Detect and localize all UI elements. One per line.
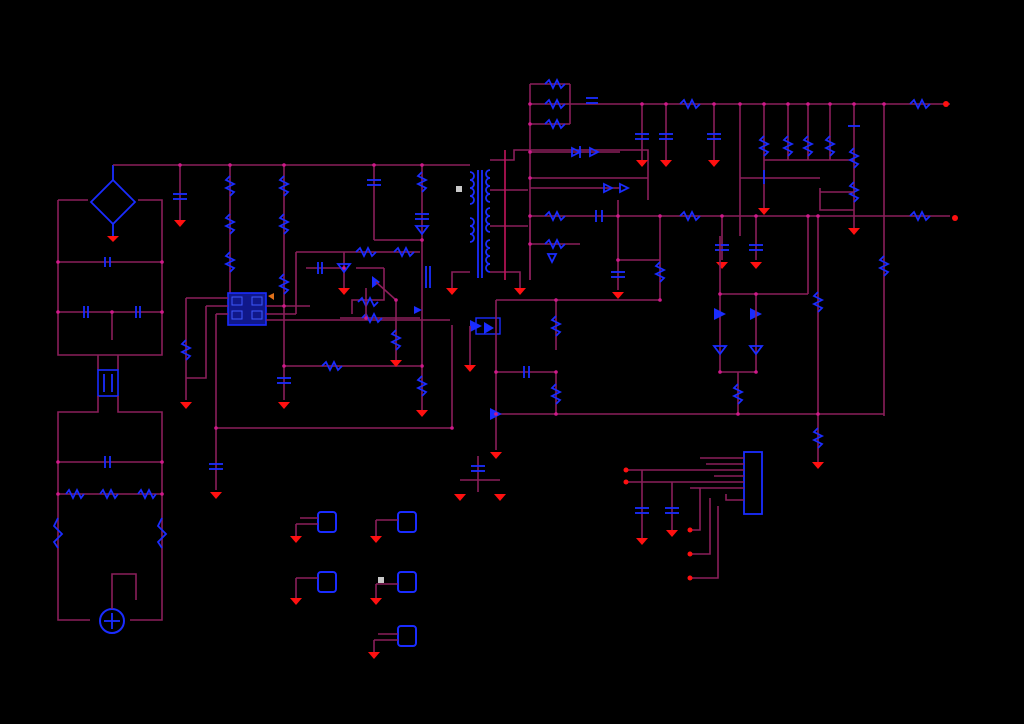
junction-dot [816, 412, 820, 416]
junction-dot [342, 266, 346, 270]
junction-dot [528, 150, 532, 154]
junction-dot [664, 102, 668, 106]
junction-dot [882, 102, 886, 106]
junction-dot [712, 102, 716, 106]
junction-dot [528, 122, 532, 126]
primary-section [173, 164, 501, 499]
junction-dot [554, 370, 558, 374]
junction-dot [528, 102, 532, 106]
controller-ic [186, 292, 450, 326]
junction-dot [616, 258, 620, 262]
junction-dot [640, 102, 644, 106]
junction-dot [372, 163, 376, 167]
junction-dot [806, 102, 810, 106]
junction-dot [394, 298, 398, 302]
junction-dot [420, 163, 424, 167]
feedback-section [454, 216, 884, 501]
junction-dot [528, 176, 532, 180]
junction-dot [110, 310, 114, 314]
junction-dot [178, 163, 182, 167]
junction-dot [554, 298, 558, 302]
junction-dot [56, 310, 60, 314]
junction-dot [420, 364, 424, 368]
output-connector [623, 451, 763, 581]
junction-dot [828, 102, 832, 106]
junction-dot [658, 298, 662, 302]
junction-dot [806, 214, 810, 218]
junction-dot [56, 492, 60, 496]
junction-dot [736, 412, 740, 416]
junction-dot [658, 214, 662, 218]
junction-dot [816, 214, 820, 218]
junction-dot [56, 260, 60, 264]
junction-dot [282, 163, 286, 167]
junction-dot [754, 292, 758, 296]
secondary-section [529, 77, 958, 416]
common-mode-choke [57, 355, 163, 621]
junction-dot [754, 370, 758, 374]
junction-dot [282, 304, 286, 308]
junction-dot [786, 102, 790, 106]
junction-dot [754, 214, 758, 218]
junction-dot [554, 412, 558, 416]
junction-dot [364, 316, 368, 320]
junction-dot [420, 238, 424, 242]
junction-dot [494, 370, 498, 374]
junction-dot [160, 492, 164, 496]
power-mosfet [414, 266, 431, 314]
junction-dot [282, 364, 286, 368]
input-section [52, 164, 180, 634]
junction-dot [160, 260, 164, 264]
junction-dot [718, 370, 722, 374]
junction-dot [720, 214, 724, 218]
bridge-rectifier [57, 164, 180, 356]
ac-input-connector [99, 573, 137, 634]
junction-dot [450, 426, 454, 430]
optocoupler [464, 317, 501, 372]
junction-dot [56, 460, 60, 464]
junction-dot [852, 102, 856, 106]
junction-dot [616, 214, 620, 218]
junction-dot [494, 412, 498, 416]
junction-dot [528, 242, 532, 246]
junction-dot [214, 426, 218, 430]
test-points [290, 511, 417, 659]
junction-dots [56, 102, 886, 496]
main-transformer [446, 149, 649, 295]
junction-dot [160, 460, 164, 464]
junction-dot [738, 102, 742, 106]
junction-dot [228, 163, 232, 167]
junction-dot [160, 310, 164, 314]
junction-dot [528, 214, 532, 218]
junction-dot [718, 292, 722, 296]
junction-dot [762, 102, 766, 106]
